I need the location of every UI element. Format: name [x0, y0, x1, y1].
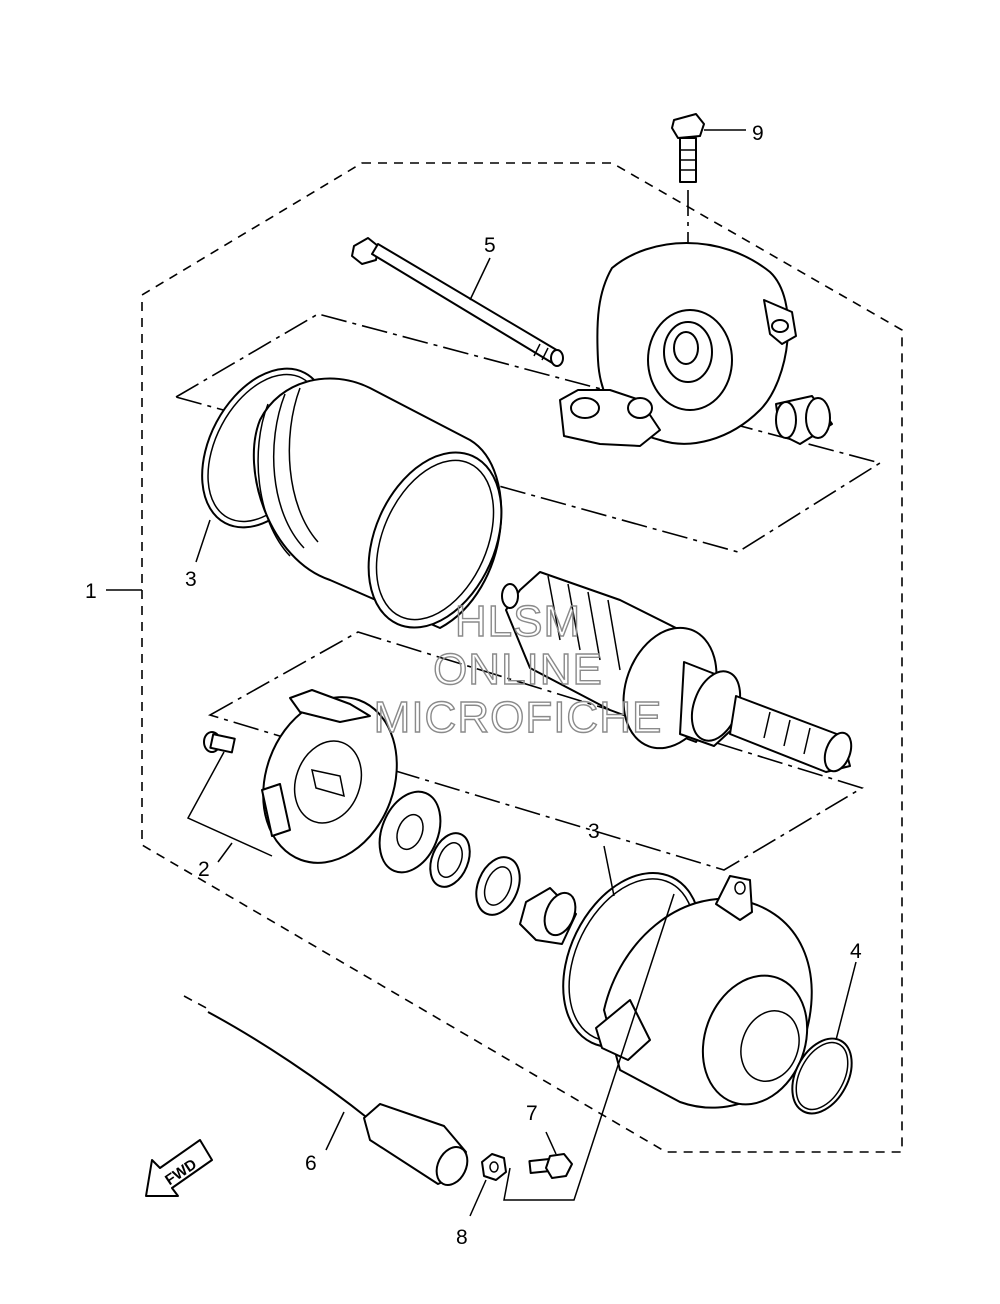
oil-seal-icon [475, 856, 521, 916]
callout-5: 5 [484, 234, 496, 257]
leader-8 [469, 1179, 487, 1217]
upper-plane [173, 313, 882, 553]
watermark-line-3: MICROFICHE [374, 693, 663, 742]
leader-2-bracket [186, 751, 273, 857]
callout-1: 1 [85, 580, 97, 603]
armature-icon [501, 571, 853, 773]
watermark-line-2: ONLINE [433, 645, 603, 694]
rear-cover-bracket-icon [559, 242, 797, 447]
yoke-icon [252, 377, 503, 629]
lower-plane [207, 631, 864, 871]
screw-2-icon [203, 731, 236, 754]
leader-2 [217, 842, 233, 863]
callout-2: 2 [198, 858, 210, 881]
leader-3-lower [603, 845, 615, 897]
bolt-7-icon [528, 1153, 573, 1179]
leader-3-upper [195, 519, 211, 563]
callout-8: 8 [456, 1226, 468, 1249]
callout-3-upper: 3 [185, 568, 197, 591]
starter-cable-6-icon [183, 995, 469, 1186]
callout-6: 6 [305, 1152, 317, 1175]
bushing-icon [775, 395, 833, 445]
callout-9: 9 [752, 122, 764, 145]
assembly-boundary [141, 162, 903, 1153]
callout-7: 7 [526, 1102, 538, 1125]
leader-7 [545, 1131, 557, 1155]
leader-4 [835, 961, 857, 1041]
long-bolt-5-icon [351, 237, 564, 367]
fwd-arrow-icon: FWD [145, 1139, 213, 1197]
callout-3-lower: 3 [588, 820, 600, 843]
callout-4: 4 [850, 940, 862, 963]
washer-small-icon [429, 832, 471, 888]
leader-terminal-bracket [503, 893, 675, 1201]
leader-5 [469, 257, 491, 301]
washer-large-icon [378, 790, 442, 874]
watermark-line-1: HLSM [455, 597, 581, 646]
leader-6 [325, 1111, 345, 1151]
needle-bearing-icon [519, 887, 577, 945]
nut-8-icon [481, 1153, 507, 1181]
brush-holder-2-icon [261, 689, 398, 864]
